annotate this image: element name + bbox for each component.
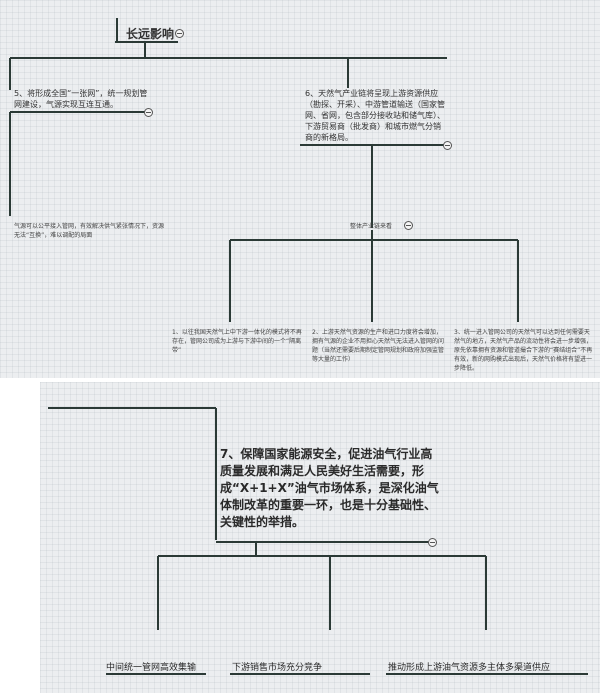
leaf-bottom-3: 推动形成上游油气资源多主体多渠道供应 [388,663,551,673]
collapse-node6-icon[interactable] [443,141,452,150]
leaf-2: 2、上游天然气资源的生产和进口力度将会增加，拥有气源的企业不用担心天然气无法进入… [312,329,445,363]
collapse-title-icon[interactable] [175,29,184,38]
leaf-1: 1、以往我国天然气上中下游一体化的模式将不再存在，管网公司成为上游与下游中间的一… [172,329,302,354]
node-7-text: 7、保障国家能源安全，促进油气行业高质量发展和满足人民美好生活需要，形成“X+1… [220,447,439,529]
node-6-sub: 整体产业链来看 [350,223,393,230]
mindmap-panel-bottom: 7、保障国家能源安全，促进油气行业高质量发展和满足人民美好生活需要，形成“X+1… [40,382,600,693]
connector-lines-bottom [48,407,588,675]
collapse-node5-icon[interactable] [144,108,153,117]
topic-title: 长远影响 [126,27,175,41]
node-6-text: 6、天然气产业链将呈现上游资源供应（勘探、开采）、中游管道输送（国家管网、省网，… [305,89,445,142]
mindmap-panel-top: 长远影响 5、将形成全国“一张网”，统一规划管网建设，气源实现互连互通。 气源可… [0,0,600,378]
collapse-node7-icon[interactable] [428,538,437,547]
collapse-node6-sub-icon[interactable] [404,221,413,230]
leaf-3: 3、统一进入管网公司的天然气可以达到任何需要天然气的地方，天然气产品的流动性将会… [454,329,593,372]
leaf-bottom-2: 下游销售市场充分竞争 [232,663,323,673]
node-5-detail: 气源可以公平接入管网，有效解决供气紧张情况下，资源无法“互换”，难以调配的局面 [14,223,165,239]
leaf-bottom-1: 中间统一管网高效集输 [106,663,197,673]
node-5-text: 5、将形成全国“一张网”，统一规划管网建设，气源实现互连互通。 [14,89,148,109]
connector-lines-top [9,18,519,322]
